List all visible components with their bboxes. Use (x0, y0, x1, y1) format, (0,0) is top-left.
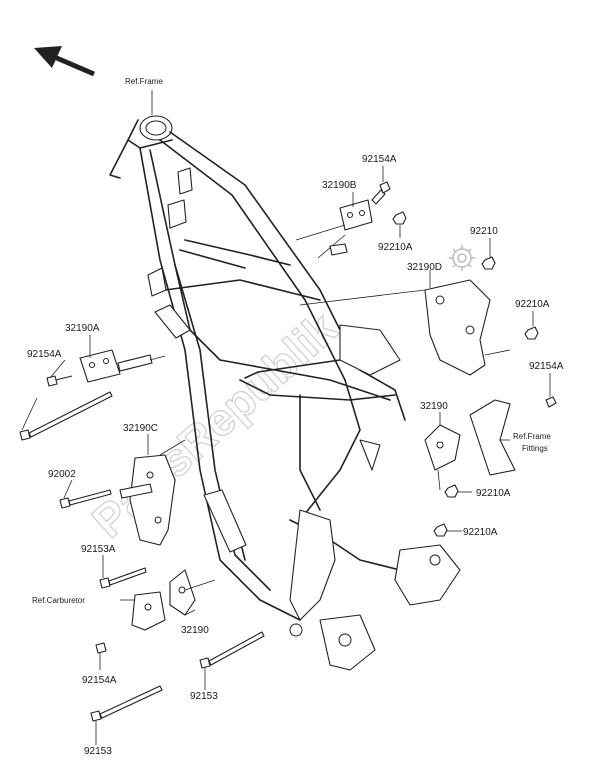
label-32190C: 32190C (123, 423, 158, 434)
bolt-92154A-bottom (95, 642, 107, 654)
nut-92210A-top (392, 211, 407, 225)
long-bolt-92153-bottom (90, 685, 163, 722)
label-92154A-right: 92154A (529, 361, 564, 372)
label-92154A-left: 92154A (27, 349, 62, 360)
direction-arrow-icon (34, 46, 95, 77)
bolt-92002 (59, 489, 112, 509)
label-32190-low: 32190 (181, 625, 209, 636)
bracket-32190 (424, 424, 461, 491)
label-32190D: 32190D (407, 262, 442, 273)
bolt-92154A-right (545, 396, 557, 408)
nut-92210A-low (433, 523, 448, 537)
label-92153A: 92153A (81, 544, 116, 555)
label-92153-mid: 92153 (190, 691, 218, 702)
bracket-32190C (119, 439, 186, 546)
label-92210: 92210 (470, 226, 498, 237)
nut-92210A-mid (444, 484, 459, 498)
gear-icon (449, 245, 475, 271)
nut-92210 (481, 256, 496, 270)
ref-carburetor-label: Ref.Carburetor (32, 596, 85, 605)
leader-lines (21, 90, 551, 745)
label-92153-bottom: 92153 (84, 746, 112, 757)
label-92210A-mid: 92210A (476, 488, 511, 499)
label-92154A-top: 92154A (362, 154, 397, 165)
bracket-32190A (79, 349, 166, 383)
ref-frame-fittings-label-1: Ref.Frame (513, 432, 551, 441)
label-32190: 32190 (420, 401, 448, 412)
bolt-92153A (99, 567, 147, 589)
bracket-32190-low (169, 569, 216, 616)
bolt-92154A-left (46, 375, 73, 387)
ref-frame-label: Ref.Frame (125, 77, 163, 86)
nut-92210A-right (524, 326, 539, 340)
bracket-32190B (295, 199, 373, 259)
ref-frame-fittings-label-2: Fittings (522, 444, 548, 453)
long-bolt-92154 (19, 391, 113, 441)
bracket-32190D (299, 279, 511, 376)
bolt-92154A-top (371, 181, 391, 205)
long-bolt-92153-mid (199, 631, 265, 669)
fittings-bracket (469, 399, 516, 476)
label-92210A-low: 92210A (463, 527, 498, 538)
label-92002: 92002 (48, 469, 76, 480)
label-92210A-top: 92210A (378, 242, 413, 253)
label-32190A: 32190A (65, 323, 100, 334)
label-92154A-bottom: 92154A (82, 675, 117, 686)
label-92210A-right: 92210A (515, 299, 550, 310)
spacer-32190B (329, 243, 348, 256)
label-32190B: 32190B (322, 180, 357, 191)
carburetor-bracket (131, 591, 166, 631)
motorcycle-frame (109, 115, 461, 671)
